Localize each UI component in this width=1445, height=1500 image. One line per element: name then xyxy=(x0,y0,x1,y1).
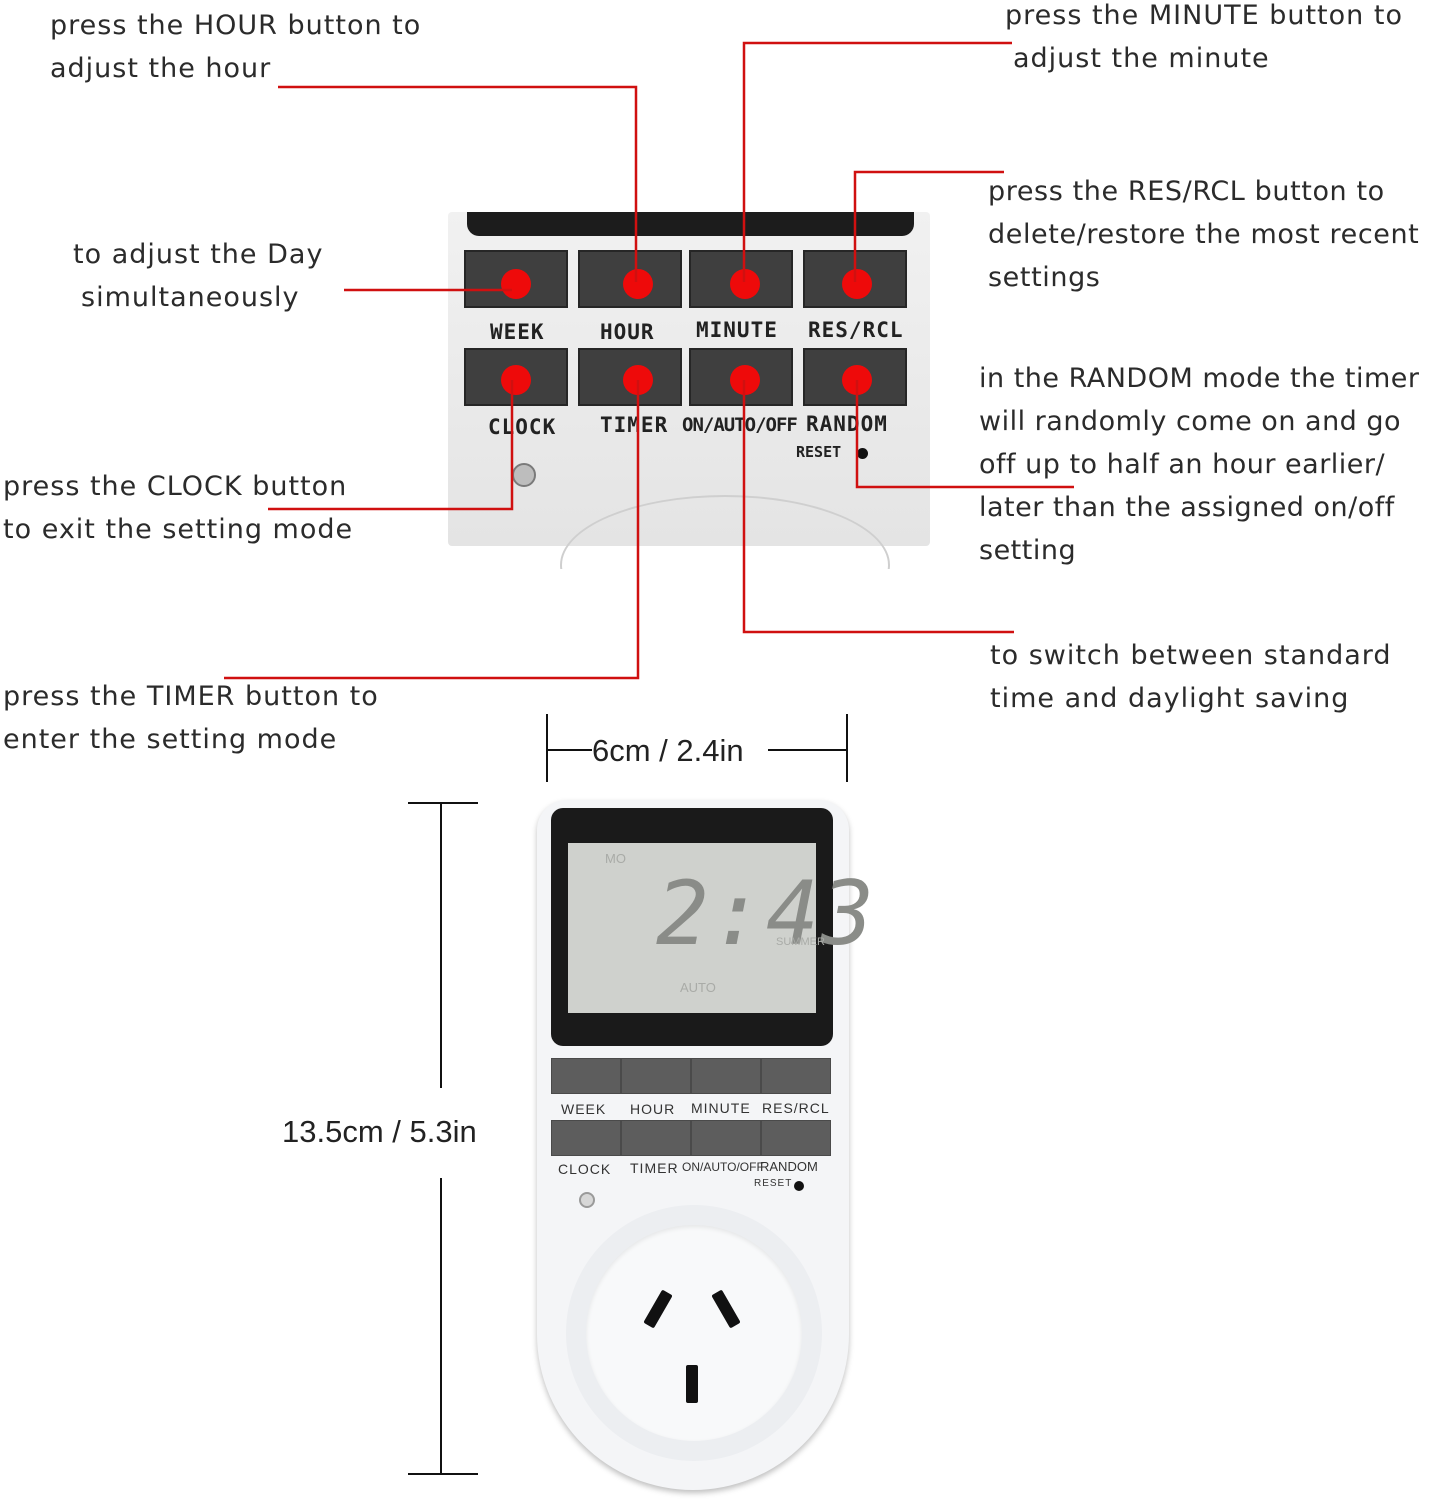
lcd-day: MO xyxy=(605,851,626,866)
callout-timer: press the TIMER button to enter the sett… xyxy=(3,681,379,755)
week-button[interactable] xyxy=(551,1058,621,1094)
zoom-minute-label: MINUTE xyxy=(696,318,778,342)
zoomed-lcd-edge xyxy=(467,212,914,236)
zoom-on-auto-off-label: ON/AUTO/OFF xyxy=(682,414,798,436)
lcd-screen xyxy=(568,843,816,1013)
zoom-reset-label: RESET xyxy=(796,443,842,461)
zoom-week-label: WEEK xyxy=(490,320,545,344)
line-timer xyxy=(224,380,640,680)
on-auto-off-button[interactable] xyxy=(691,1120,761,1156)
lcd-summer: SUMMER xyxy=(776,936,825,948)
zoom-timer-label: TIMER xyxy=(600,413,669,437)
lcd-mode: AUTO xyxy=(680,980,716,995)
zoom-random-label: RANDOM xyxy=(806,412,888,436)
indicator-led xyxy=(579,1192,595,1208)
line-minute xyxy=(742,41,1012,282)
zoom-reset-hole[interactable] xyxy=(857,448,868,459)
random-button[interactable] xyxy=(761,1120,831,1156)
line-clock xyxy=(268,380,514,511)
minute-label: MINUTE xyxy=(691,1100,751,1116)
line-hour xyxy=(278,85,638,282)
marker-hour xyxy=(623,269,653,299)
socket-slot-earth xyxy=(686,1365,698,1403)
random-label: RANDOM xyxy=(760,1159,818,1174)
clock-label: CLOCK xyxy=(558,1161,612,1177)
hour-button[interactable] xyxy=(621,1058,691,1094)
reset-hole[interactable] xyxy=(794,1181,804,1191)
res-rcl-label: RES/RCL xyxy=(762,1100,830,1116)
zoom-clock-label: CLOCK xyxy=(488,415,557,439)
marker-res-rcl xyxy=(842,269,872,299)
lcd-time: 2:43 xyxy=(656,862,876,965)
height-dimension-label: 13.5cm / 5.3in xyxy=(282,1114,477,1149)
width-dimension-label: 6cm / 2.4in xyxy=(592,733,744,768)
week-label: WEEK xyxy=(561,1101,607,1117)
reset-label: RESET xyxy=(754,1178,793,1189)
zoom-res-rcl-label: RES/RCL xyxy=(808,318,904,342)
line-on-auto-off xyxy=(742,380,1014,634)
clock-button[interactable] xyxy=(551,1120,621,1156)
zoom-hour-label: HOUR xyxy=(600,320,655,344)
res-rcl-button[interactable] xyxy=(761,1058,831,1094)
timer-button[interactable] xyxy=(621,1120,691,1156)
power-socket xyxy=(586,1225,802,1441)
marker-week xyxy=(501,269,531,299)
minute-button[interactable] xyxy=(691,1058,761,1094)
on-auto-off-label: ON/AUTO/OFF xyxy=(682,1160,764,1174)
timer-label: TIMER xyxy=(630,1160,679,1176)
line-res-rcl xyxy=(853,170,1004,282)
line-random xyxy=(855,380,1074,489)
marker-clock xyxy=(501,365,531,395)
hour-label: HOUR xyxy=(630,1101,676,1117)
